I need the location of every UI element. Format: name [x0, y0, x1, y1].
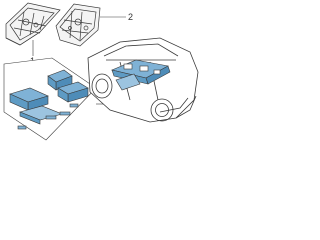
battery-module-assembly: [3, 57, 97, 141]
battery-tray-cover-right: [55, 3, 101, 47]
battery-tray-cover-left: [5, 2, 61, 46]
parts-diagram: 1 2 3: [3, 2, 199, 141]
vehicle-battery-pack-highlight: [111, 59, 171, 91]
callout-part-2: 2: [128, 12, 133, 22]
